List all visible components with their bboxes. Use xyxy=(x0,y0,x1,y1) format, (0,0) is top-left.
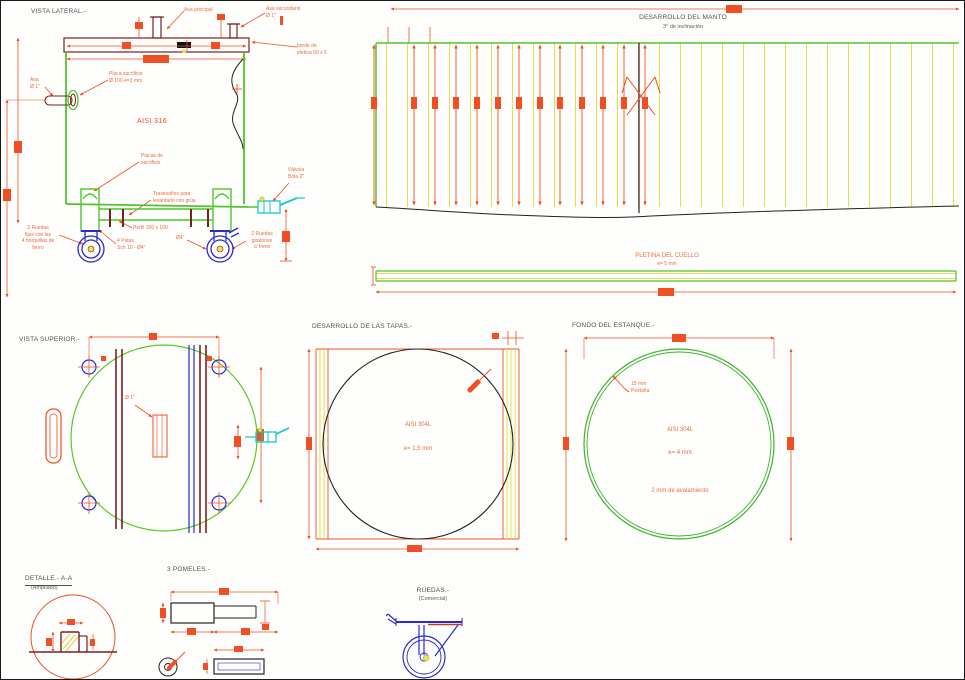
fondo-nota: 2 mm de avalamiento xyxy=(651,488,709,494)
label-diametro-1: Ø 1" xyxy=(125,395,135,401)
fondo-dimensions xyxy=(563,334,794,542)
ruedas-drawing xyxy=(386,613,463,679)
manto-overall-dimension xyxy=(387,5,960,43)
break-line xyxy=(231,58,244,150)
fondo-material: AISI 304L xyxy=(666,427,694,433)
lid-yellow-dot xyxy=(182,49,186,53)
pomeles-drawing xyxy=(158,588,279,677)
tapas-material: AISI 304L xyxy=(404,422,432,428)
label-perfil: Perfil 100 x 100 xyxy=(133,225,168,231)
pletina-title: PLETINA DEL CUELLO xyxy=(635,253,699,259)
label-asa-principal: Asa principal xyxy=(184,7,213,13)
vista-lateral-title: VISTA LATERAL.- xyxy=(31,8,87,15)
detalle-title-text: DETALLE.- A-A xyxy=(25,575,73,586)
strap-plate xyxy=(213,658,265,675)
pomele-body xyxy=(170,602,257,624)
lid-dimensions xyxy=(66,14,283,63)
washer-section xyxy=(158,651,186,677)
detail-dimensions xyxy=(46,619,95,653)
ruedas-title: RUEDAS.- xyxy=(416,587,450,594)
vista-superior-drawing xyxy=(45,333,290,533)
pletina-strip xyxy=(375,270,957,282)
label-valvula: Válvula Bola 2" xyxy=(287,167,305,180)
marker-pen-symbol xyxy=(467,368,492,393)
manto-subtitle: 3° de inclinación xyxy=(662,24,704,30)
pletina-strips-top-view xyxy=(115,345,207,533)
label-placa-sacrificio: Placa sacrificio Ø 100 e=3 mm xyxy=(109,71,143,84)
strap-plate-dimensions xyxy=(203,646,265,674)
tank-shell xyxy=(65,52,249,208)
weld-hatch xyxy=(61,633,79,652)
plate-width-dimensions xyxy=(371,44,648,206)
tapa-blank-outline xyxy=(315,348,520,540)
lug-bolt-bottom-right xyxy=(208,492,230,514)
wall-cross-mark xyxy=(232,84,242,94)
valve-top-view xyxy=(245,427,290,443)
manto-title: DESARROLLO DEL MANTO xyxy=(639,14,727,21)
swivel-wheel xyxy=(206,227,240,263)
label-asa-secundario: Asa secundario Ø 1" xyxy=(266,6,301,19)
manto-outline xyxy=(375,42,959,207)
label-diametro-4: Ø4" xyxy=(176,235,185,241)
top-view-dimensions xyxy=(88,333,264,504)
pomeles-title: 3 POMELES.- xyxy=(167,566,211,573)
detail-bubble-circle xyxy=(30,594,116,679)
lug-bolt-top-right xyxy=(208,356,230,378)
tapa-dimensions xyxy=(306,331,524,552)
tapas-espesor: e= 1,5 mm xyxy=(403,446,433,452)
detalle-subtitle: (Ampliado) xyxy=(31,585,58,591)
handle-top-view xyxy=(45,408,62,464)
tapas-development-drawing xyxy=(306,331,524,552)
manto-bottom-edge xyxy=(375,205,960,218)
base-frame xyxy=(80,188,232,232)
label-patas: 4 Patas Sch 10 - Ø4" xyxy=(117,238,146,251)
pestana-leader xyxy=(612,375,630,393)
edge-profile xyxy=(29,631,117,653)
vista-lateral-drawing xyxy=(3,10,305,298)
manto-development-drawing xyxy=(371,5,960,218)
lid-handle-slot xyxy=(177,42,191,48)
fixed-wheel xyxy=(77,230,105,263)
cross-beams xyxy=(109,209,209,227)
tank-lid xyxy=(63,16,250,53)
leader-arrows xyxy=(44,10,298,250)
pletina-drawing xyxy=(371,266,957,296)
fondo-drawing xyxy=(563,334,794,542)
side-handle xyxy=(44,89,79,111)
nozzle-slot xyxy=(134,404,168,458)
fondo-circles xyxy=(583,348,775,540)
label-asa: Asa Ø 1" xyxy=(30,77,40,90)
label-placas-sacrificio: Placas de sacrificio xyxy=(141,153,163,166)
fondo-title: FONDO DEL ESTANQUE.- xyxy=(572,322,655,329)
tapas-title: DESARROLLO DE LAS TAPAS.- xyxy=(312,323,413,330)
fondo-espesor: e= 4 mm xyxy=(668,450,692,456)
pletina-subtitle: e= 5 mm xyxy=(657,261,677,267)
label-travesanos: Travesaños para levantarlo con grúa xyxy=(153,191,196,204)
lug-bolt-bottom-left xyxy=(78,492,100,514)
label-pestana: 15 mm Pestaña xyxy=(631,381,650,394)
material-aisi-316: AISI 316 xyxy=(137,118,168,125)
wheel-hub-dot xyxy=(422,654,430,662)
pletina-dimensions xyxy=(371,266,957,296)
wheel-height-dimension xyxy=(280,208,292,262)
label-ruedas-fijas: 2 Ruedas fijas con las 4 horquillas de f… xyxy=(21,225,55,251)
height-dimensions xyxy=(3,37,45,298)
pomele-dimensions xyxy=(160,588,279,635)
caster-wheel xyxy=(386,613,463,679)
ruedas-subtitle: (Comercial) xyxy=(418,596,448,602)
label-ruedas-giratorias: 2 Ruedas giratorias c/ freno xyxy=(251,231,273,250)
plate-strips xyxy=(376,43,959,207)
detalle-aa-drawing xyxy=(29,594,117,679)
ball-valve xyxy=(248,196,305,214)
label-borde-pletina: borde de pletina 50 x 5 xyxy=(297,43,327,56)
vista-superior-title: VISTA SUPERIOR.- xyxy=(19,336,80,343)
detalle-title: DETALLE.- A-A xyxy=(25,575,73,586)
tapa-yellow-edges xyxy=(319,349,516,539)
tapa-circle xyxy=(322,348,514,540)
lug-bolt-top-left xyxy=(78,356,100,378)
